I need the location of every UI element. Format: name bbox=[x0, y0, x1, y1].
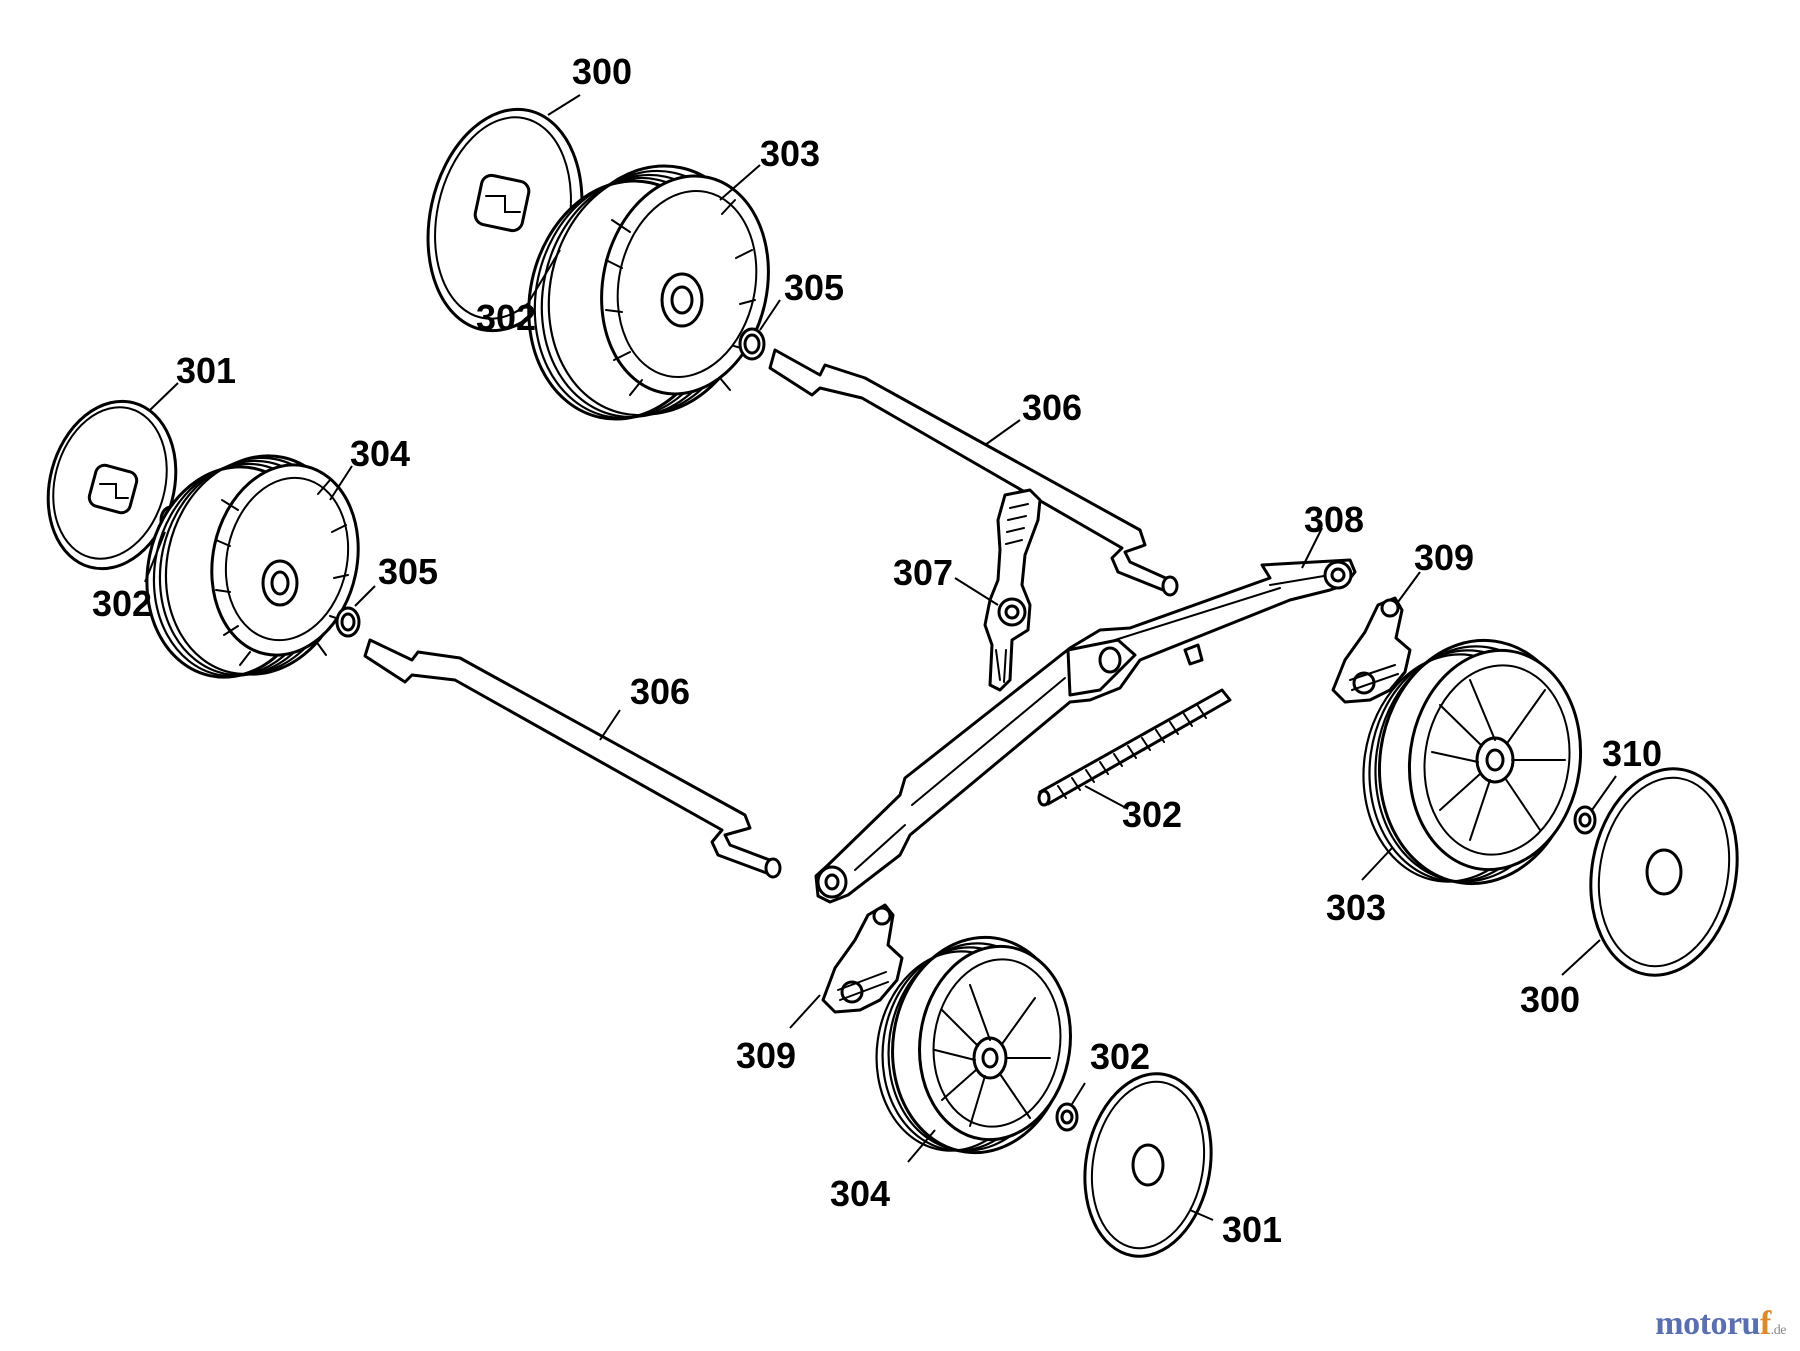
callout-300-top: 300 bbox=[572, 51, 632, 92]
wheel-304-lower bbox=[875, 935, 1072, 1155]
washer-302-right bbox=[1573, 805, 1597, 835]
callout-305-top: 305 bbox=[784, 267, 844, 308]
axle-306-upper bbox=[768, 348, 1179, 597]
callout-310: 302 bbox=[1122, 794, 1182, 835]
callout-303-right: 303 bbox=[1326, 887, 1386, 928]
spacer-305-top bbox=[738, 327, 766, 361]
callout-302-left: 302 bbox=[92, 583, 152, 624]
watermark-accent: f bbox=[1759, 1305, 1771, 1342]
wheel-303-right bbox=[1362, 638, 1583, 886]
hubcap-300-right bbox=[1589, 767, 1739, 977]
callout-304-lower: 304 bbox=[830, 1173, 890, 1214]
callout-307: 307 bbox=[893, 552, 953, 593]
height-lever-307 bbox=[983, 488, 1042, 692]
pivot-bracket-309-right bbox=[1331, 596, 1412, 704]
callout-304-left: 304 bbox=[350, 433, 410, 474]
watermark-logo: motoruf.de bbox=[1655, 1305, 1786, 1343]
spring-310 bbox=[1037, 688, 1232, 807]
axle-306-lower bbox=[363, 638, 782, 879]
wheel-304-left bbox=[145, 454, 360, 679]
callout-305-left: 305 bbox=[378, 551, 438, 592]
callout-309-right: 309 bbox=[1414, 537, 1474, 578]
callout-301-left: 301 bbox=[176, 350, 236, 391]
washer-302-lower bbox=[1055, 1102, 1079, 1132]
callout-308: 308 bbox=[1304, 499, 1364, 540]
wheel-303-top bbox=[527, 164, 770, 421]
hubcap-301-lower bbox=[1083, 1072, 1213, 1258]
callout-301-lower: 301 bbox=[1222, 1209, 1282, 1250]
callout-306-lower: 306 bbox=[630, 671, 690, 712]
callout-306-upper: 306 bbox=[1022, 387, 1082, 428]
callout-labels: 300 303 302 305 301 304 302 305 306 306 … bbox=[92, 51, 1662, 1250]
callout-300-right: 300 bbox=[1520, 979, 1580, 1020]
callout-302-lower: 302 bbox=[1090, 1036, 1150, 1077]
callout-303-top: 303 bbox=[760, 133, 820, 174]
callout-302-top: 302 bbox=[476, 297, 536, 338]
callout-302-right: 310 bbox=[1602, 733, 1662, 774]
leader-lines bbox=[144, 94, 1617, 1221]
watermark-tld: .de bbox=[1770, 1323, 1787, 1338]
adjust-bar-308 bbox=[814, 558, 1357, 904]
hubcap-301-left bbox=[46, 399, 178, 571]
callout-309-lower: 309 bbox=[736, 1035, 796, 1076]
spacer-305-left bbox=[335, 606, 361, 638]
watermark-main: motoru bbox=[1655, 1305, 1760, 1342]
pivot-bracket-309-lower bbox=[821, 903, 904, 1014]
